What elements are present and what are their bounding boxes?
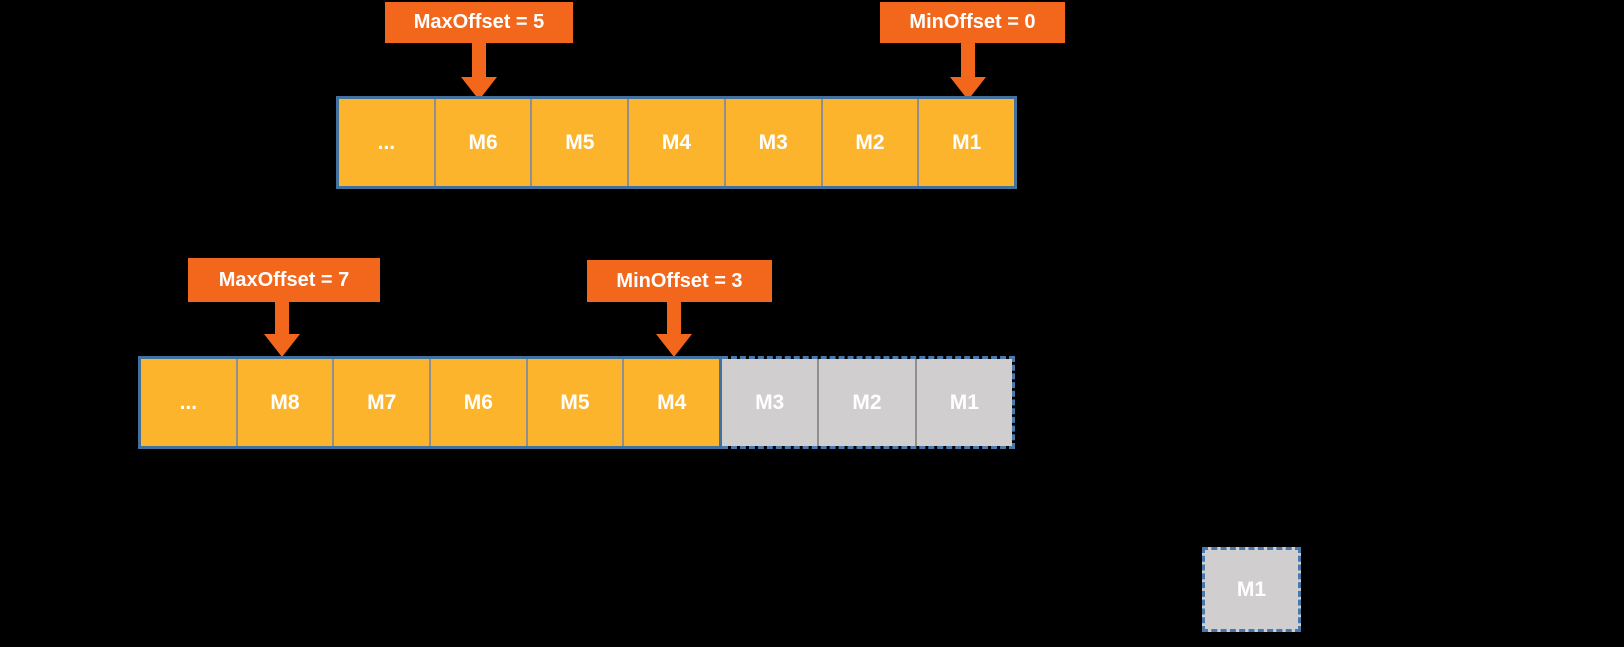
queue2-active-group: ... M8 M7 M6 M5 M4 [138, 356, 722, 449]
queue1-cell-m4: M4 [629, 99, 726, 186]
max-offset-callout-queue2: MaxOffset = 7 [188, 258, 380, 302]
cell-label: M5 [560, 390, 590, 414]
min-offset-callout-queue1: MinOffset = 0 [880, 2, 1065, 43]
cell-label: M7 [367, 390, 397, 414]
down-arrow-icon [461, 43, 497, 100]
detached-consumed-message-box: M1 [1202, 547, 1301, 632]
cell-label: M4 [661, 130, 692, 154]
down-arrow-icon [264, 302, 300, 357]
queue1-cell-m2: M2 [822, 99, 920, 186]
cell-label: M1 [949, 390, 979, 414]
message-queue-row-1: ... M6 M5 M4 M3 M2 M1 [336, 96, 1017, 189]
max-offset-label-queue2: MaxOffset = 7 [218, 268, 350, 291]
queue2-cell-m5: M5 [527, 359, 625, 446]
queue2-cell-m1: M1 [916, 359, 1012, 446]
queue1-cell-ellipsis: ... [339, 99, 436, 186]
min-offset-label-queue1: MinOffset = 0 [909, 11, 1036, 33]
cell-label: ... [179, 390, 198, 414]
queue2-cell-m2: M2 [819, 359, 917, 446]
cell-label: M5 [565, 130, 595, 154]
down-arrow-icon [950, 43, 986, 100]
cell-label: M6 [463, 390, 493, 414]
min-offset-label-queue2: MinOffset = 3 [616, 269, 743, 292]
cell-label: M8 [270, 390, 300, 414]
cell-label: M1 [952, 130, 982, 154]
cell-label: M4 [657, 390, 687, 414]
queue1-cell-m6: M6 [435, 99, 533, 186]
queue2-cell-m6: M6 [431, 359, 528, 446]
queue2-cell-m3: M3 [722, 359, 820, 446]
queue2-cell-ellipsis: ... [141, 359, 238, 446]
queue2-cell-m7: M7 [334, 359, 432, 446]
cell-label: M3 [758, 130, 788, 154]
cell-label: M2 [855, 130, 885, 154]
max-offset-label-queue1: MaxOffset = 5 [413, 11, 545, 33]
cell-label: M2 [852, 390, 882, 414]
max-offset-callout-queue1: MaxOffset = 5 [385, 2, 573, 43]
queue2-consumed-group: M3 M2 M1 [722, 356, 1015, 449]
queue1-cell-m5: M5 [532, 99, 630, 186]
queue1-cell-m1: M1 [919, 99, 1015, 186]
down-arrow-icon [656, 302, 692, 357]
queue2-cell-m8: M8 [237, 359, 335, 446]
detached-message-label: M1 [1236, 577, 1267, 601]
queue1-cell-m3: M3 [725, 99, 823, 186]
cell-label: M6 [468, 130, 498, 154]
cell-label: M3 [755, 390, 785, 414]
message-queue-row-2: ... M8 M7 M6 M5 M4 M3 M2 M1 [138, 356, 1015, 449]
min-offset-callout-queue2: MinOffset = 3 [587, 260, 772, 302]
cell-label: ... [377, 130, 396, 154]
queue2-cell-m4: M4 [624, 359, 720, 446]
